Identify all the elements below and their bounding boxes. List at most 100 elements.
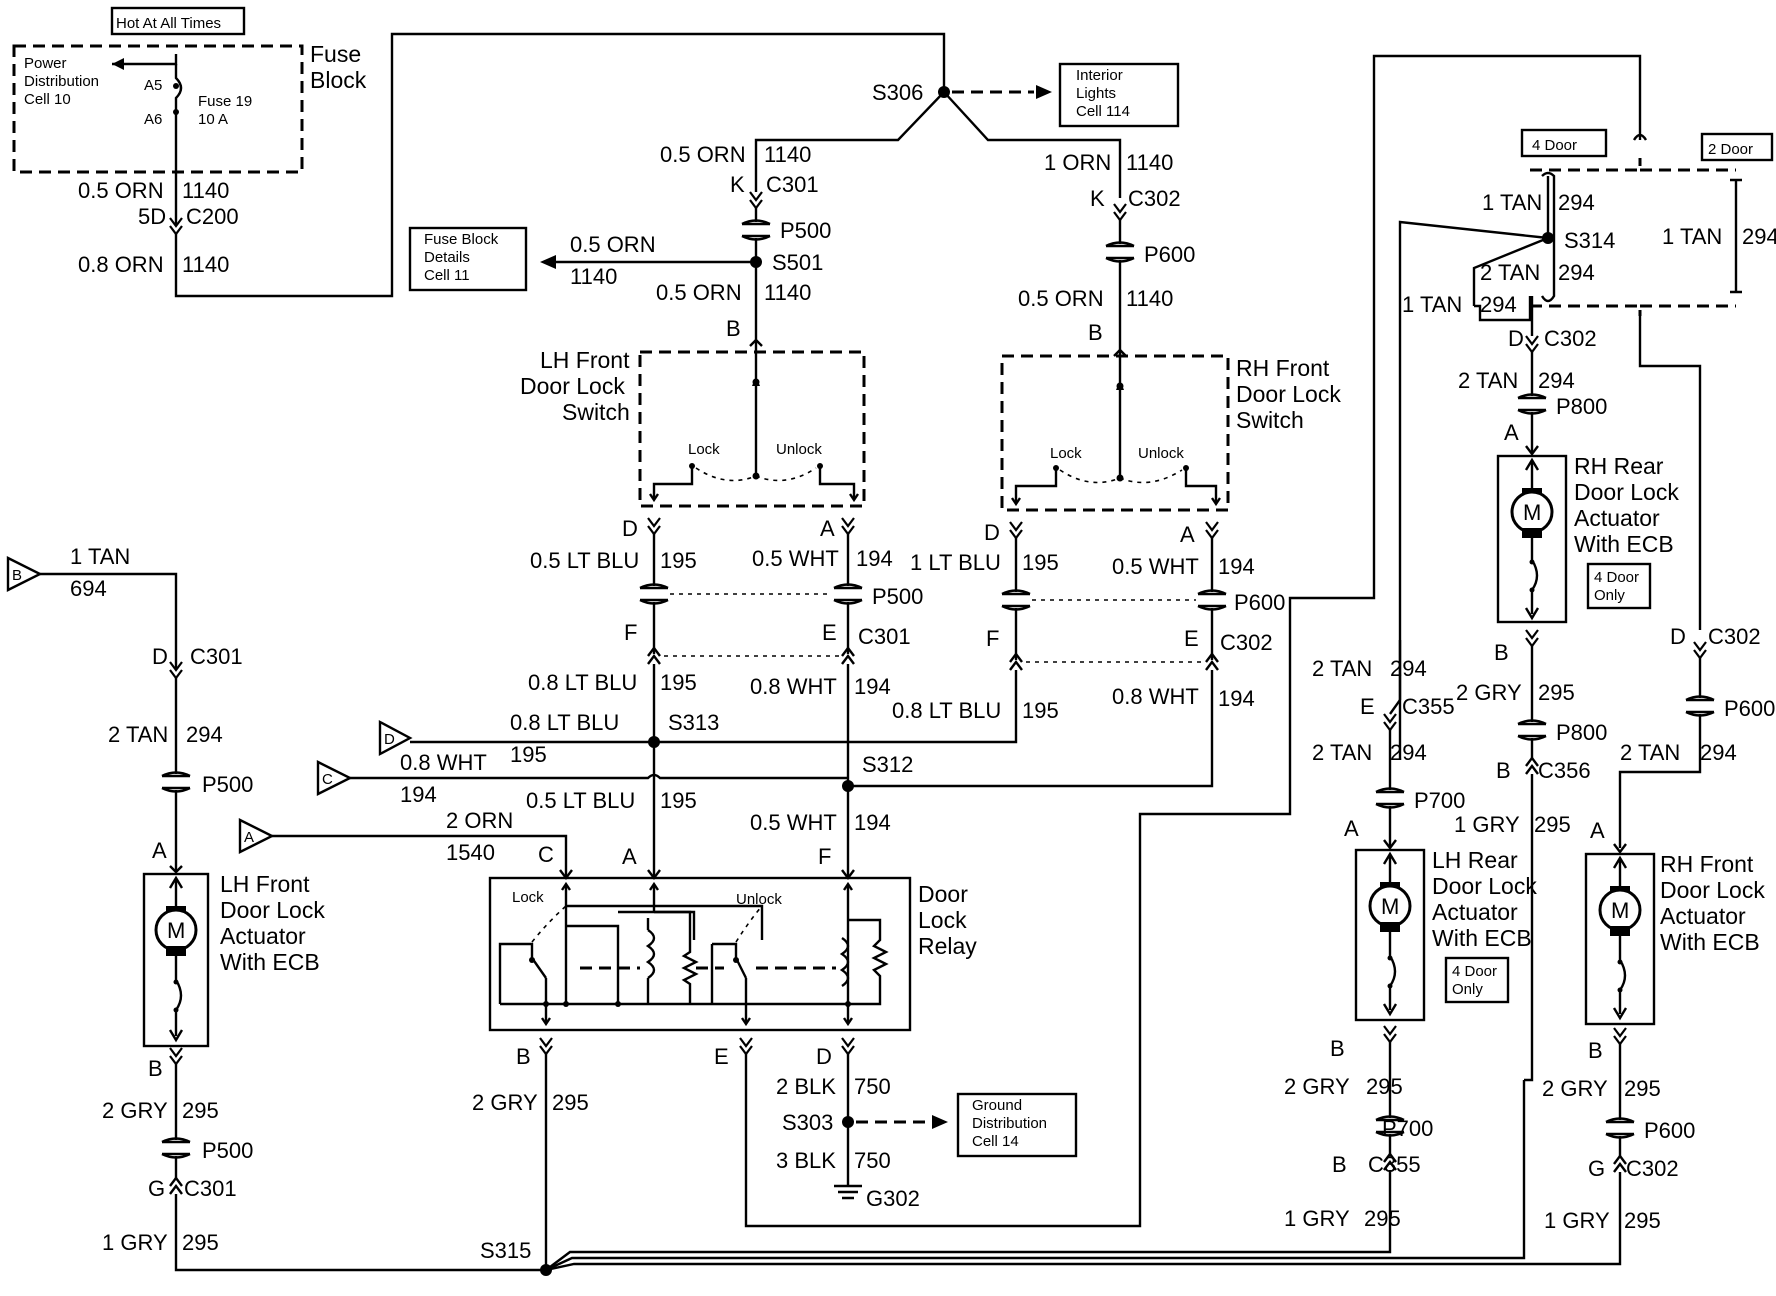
lhr-name-4: With ECB <box>1432 925 1532 951</box>
rhr-b-gauge: 2 GRY <box>1456 680 1522 705</box>
lhr-b-circuit: 295 <box>1366 1074 1403 1099</box>
rhf-b-gauge: 2 GRY <box>1542 1076 1608 1101</box>
rhr-w4-gauge: 2 TAN <box>1458 368 1518 393</box>
splice-s312 <box>842 780 854 792</box>
rhf-w-gauge: 2 TAN <box>1620 740 1680 765</box>
rh-sw-e-gauge: 0.8 WHT <box>1112 684 1199 709</box>
lhr-c355: C355 <box>1402 694 1455 719</box>
rhr-p800: P800 <box>1556 394 1607 419</box>
lh-sw-d-gauge: 0.5 LT BLU <box>530 548 639 573</box>
lhr-pin-a: A <box>1344 816 1359 841</box>
lh-sw-e-circuit: 194 <box>854 674 891 699</box>
rhf-motor: M <box>1611 898 1629 923</box>
lh-sw-in-circuit: 1140 <box>764 280 811 305</box>
rh-front-door-lock-switch: Lock Unlock RH Front Door Lock Switch <box>1000 348 1341 512</box>
lh-sw-name-2: Door Lock <box>520 373 625 399</box>
rhr-b-circuit: 295 <box>1538 680 1575 705</box>
interior-lights-label-3: Cell 114 <box>1076 103 1130 120</box>
relay-a-circuit: 195 <box>660 788 697 813</box>
door-lock-relay: Door Lock Relay Lock Unlock <box>488 876 977 1032</box>
lhr-motor: M <box>1381 894 1399 919</box>
rh-sw-pin-b: B <box>1088 320 1103 345</box>
rhr-g-gauge: 1 GRY <box>1454 812 1520 837</box>
rhr-w2-circuit: 294 <box>1558 260 1595 285</box>
offpage-c-gauge: 0.8 WHT <box>400 750 487 775</box>
rh-front-door-lock-actuator: M <box>1584 852 1656 1026</box>
lhf-w-gauge: 2 TAN <box>108 722 168 747</box>
relay-name-2: Lock <box>918 907 967 933</box>
lhf-name-3: Actuator <box>220 923 306 949</box>
relay-a-gauge: 0.5 LT BLU <box>526 788 635 813</box>
s312-label: S312 <box>862 752 913 777</box>
fuse-block-label-2: Block <box>310 67 367 93</box>
s313-label: S313 <box>668 710 719 735</box>
rhf-name-4: With ECB <box>1660 929 1760 955</box>
rh-sw-d-circuit: 195 <box>1022 550 1059 575</box>
lh-sw-pin-a: A <box>820 516 835 541</box>
s315-label: S315 <box>480 1238 531 1263</box>
lh-front-door-lock-switch: Lock Unlock LH Front Door Lock Switch <box>520 338 866 508</box>
c200-label: C200 <box>186 204 239 229</box>
rhf-c302b: C302 <box>1626 1156 1679 1181</box>
rhr-pin-b2: B <box>1496 758 1511 783</box>
s501-label: S501 <box>772 250 823 275</box>
rh-sw-unlock-label: Unlock <box>1138 445 1184 462</box>
fuse-block-label: Fuse <box>310 41 361 67</box>
lh-sw-lock-label: Lock <box>688 441 720 458</box>
wire-src2-circuit: 1140 <box>182 252 229 277</box>
lh-sw-pin-b: B <box>726 316 741 341</box>
rhr-w3-circuit: 294 <box>1480 292 1517 317</box>
lhr-w2-circuit: 294 <box>1390 740 1427 765</box>
rhr-name: RH Rear <box>1574 453 1664 479</box>
offpage-a-gauge: 2 ORN <box>446 808 513 833</box>
lh-front-door-lock-actuator: M <box>142 872 210 1048</box>
relay-f-gauge: 0.5 WHT <box>750 810 837 835</box>
lhf-motor: M <box>167 918 185 943</box>
s314-label: S314 <box>1564 228 1615 253</box>
two-door-circuit: 294 <box>1742 224 1776 249</box>
relay-d1-gauge: 2 BLK <box>776 1074 836 1099</box>
lh-sw-e-gauge: 0.8 WHT <box>750 674 837 699</box>
lhr-name-3: Actuator <box>1432 899 1518 925</box>
wire-src2-gauge: 0.8 ORN <box>78 252 164 277</box>
lhf-b-gauge: 2 GRY <box>102 1098 168 1123</box>
offpage-b-circuit: 694 <box>70 576 107 601</box>
lhf-name-2: Door Lock <box>220 897 325 923</box>
lhf-pin-a: A <box>152 838 167 863</box>
rh-sw-pin-d: D <box>984 520 1000 545</box>
relay-pin-e: E <box>714 1044 729 1069</box>
relay-f-circuit: 194 <box>854 810 891 835</box>
rh-sw-a-gauge: 0.5 WHT <box>1112 554 1199 579</box>
rhr-name-3: Actuator <box>1574 505 1660 531</box>
lhf-name-4: With ECB <box>220 949 320 975</box>
rh-sw-name: RH Front <box>1236 355 1330 381</box>
rhf-name-3: Actuator <box>1660 903 1746 929</box>
interior-lights-label: Interior <box>1076 67 1123 84</box>
a5-label: A5 <box>144 77 162 94</box>
lhf-p500b: P500 <box>202 1138 253 1163</box>
power-dist-label-2: Distribution <box>24 73 99 90</box>
rhf-c302: C302 <box>1708 624 1761 649</box>
g302-label: G302 <box>866 1186 920 1211</box>
lh-sw-f-gauge: 0.8 LT BLU <box>528 670 637 695</box>
wire-src-circuit: 1140 <box>182 178 229 203</box>
offpage-d-circuit: 195 <box>510 742 547 767</box>
lh-feed-c301: C301 <box>766 172 819 197</box>
lhr-name: LH Rear <box>1432 847 1518 873</box>
lh-sw-pin-f: F <box>624 620 637 645</box>
relay-d2-circuit: 750 <box>854 1148 891 1173</box>
lh-sw-d-circuit: 195 <box>660 548 697 573</box>
lhf-pin-b: B <box>148 1056 163 1081</box>
lhr-c355b: C355 <box>1368 1152 1421 1177</box>
fuse-det-gauge: 0.5 ORN <box>570 232 656 257</box>
two-door-gauge: 1 TAN <box>1662 224 1722 249</box>
rh-sw-e-circuit: 194 <box>1218 686 1255 711</box>
rh-sw-name-2: Door Lock <box>1236 381 1341 407</box>
offpage-c-circuit: 194 <box>400 782 437 807</box>
relay-unlock: Unlock <box>736 891 782 908</box>
power-dist-label-3: Cell 10 <box>24 91 71 108</box>
lhf-b-circuit: 295 <box>182 1098 219 1123</box>
rhf-name-2: Door Lock <box>1660 877 1765 903</box>
relay-d2-gauge: 3 BLK <box>776 1148 836 1173</box>
